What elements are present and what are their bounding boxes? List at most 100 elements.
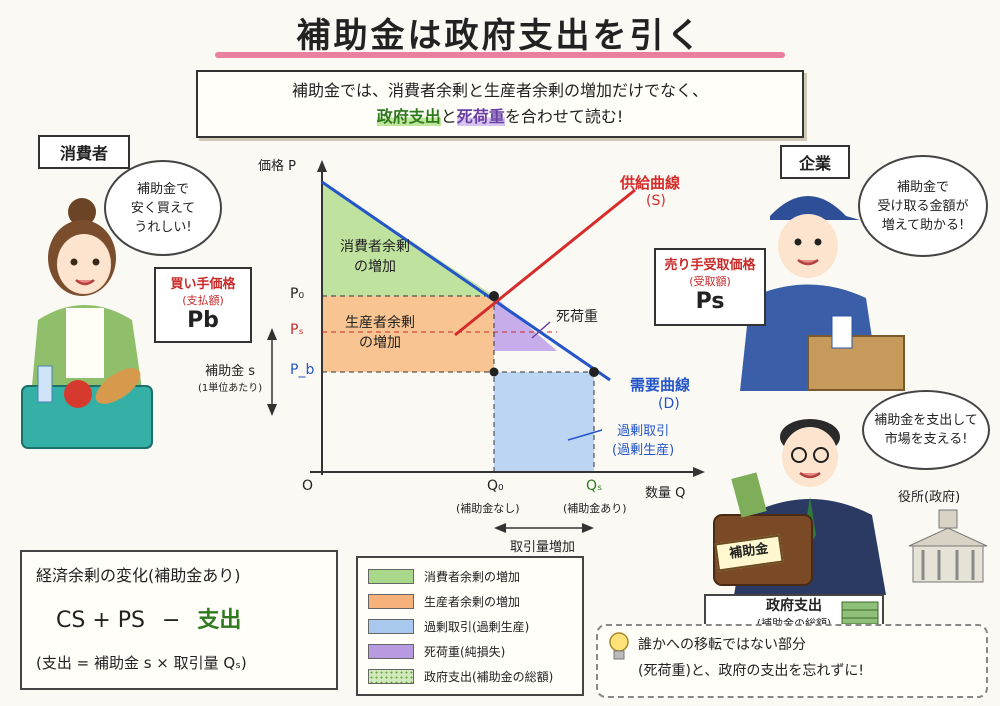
excess-pointer [567, 429, 603, 441]
seller-price-sign: 売り手受取価格 (受取額) Ps [654, 248, 766, 326]
pb-label: P_b [290, 362, 315, 378]
subsidy-label-line: (1単位あたり) [198, 383, 263, 394]
banner-line-1: 補助金では、消費者余剰と生産者余剰の増加だけでなく、 [291, 81, 708, 100]
legend-label: 生産者余剰の増加 [424, 595, 521, 609]
gov-bubble-line: 補助金を支出して [874, 413, 978, 428]
legend-item: 政府支出(補助金の総額) [368, 664, 572, 689]
legend-label: 死荷重(純損失) [424, 645, 506, 659]
legend-swatch [368, 569, 414, 584]
lightbulb-icon [609, 632, 629, 660]
legend-swatch [368, 644, 414, 659]
demand-curve [321, 180, 611, 382]
firm-bubble-line: 受け取る金額が [877, 198, 969, 214]
legend-swatch [368, 669, 414, 684]
formula-cs-ps: CS + PS [56, 608, 145, 633]
firm-worker-illustration [740, 196, 905, 391]
banner-end: を合わせて読む! [504, 107, 624, 126]
government-speech-bubble: 補助金を支出して 市場を支える! [862, 390, 990, 470]
formula-detail: (支出 = 補助金 s × 取引量 Qₛ) [36, 654, 247, 672]
trade-arrow-left [494, 523, 506, 533]
buyer-sign-title: 買い手価格 [170, 277, 236, 292]
subsidy-bracket-arrow-top [267, 328, 277, 340]
banner-mid: と [440, 107, 457, 126]
firm-bubble-line: 補助金で [896, 179, 949, 195]
gov-spending-title: 政府支出 [766, 598, 822, 614]
subsidy-diagram [267, 160, 705, 533]
excess-trade-area [494, 372, 594, 472]
excess-label-line: (過剰生産) [612, 443, 675, 458]
q0-sub-label: (補助金なし) [456, 502, 520, 515]
title-underline [215, 52, 785, 58]
cs-area-label: 消費者余剰 の増加 [340, 236, 410, 276]
legend-label: 政府支出(補助金の総額) [424, 670, 554, 684]
excess-label-line: 過剰取引 [617, 424, 670, 439]
y-axis-arrow [317, 160, 327, 172]
subsidy-point [589, 367, 599, 377]
legend-item: 消費者余剰の増加 [368, 564, 572, 589]
ps-label-line: の増加 [359, 335, 401, 351]
seller-sign-title: 売り手受取価格 [664, 258, 756, 273]
surplus-formula-box: 経済余剰の変化(補助金あり) CS + PS − 支出 (支出 = 補助金 s … [20, 550, 338, 690]
banner-highlight-gov: 政府支出 [376, 107, 441, 126]
consumer-illustration [21, 198, 153, 449]
note-line: 誰かへの移転ではない部分 [638, 637, 806, 653]
origin-label: O [302, 478, 314, 494]
legend-swatch [368, 594, 414, 609]
formula-main: CS + PS − 支出 [56, 602, 322, 634]
q0-label: Q₀ [487, 478, 504, 494]
legend: 消費者余剰の増加 生産者余剰の増加 過剰取引(過剰生産) 死荷重(純損失) 政府… [356, 556, 584, 696]
consumer-bubble-line: うれしい! [134, 219, 192, 235]
reminder-note: 誰かへの移転ではない部分 (死荷重)と、政府の支出を忘れずに! [596, 624, 988, 698]
cs-label-line: の増加 [354, 259, 396, 275]
legend-label: 消費者余剰の増加 [424, 570, 521, 584]
q0-pb-point [489, 367, 499, 377]
dwl-pointer [531, 321, 551, 339]
p0-label: P₀ [290, 286, 305, 302]
firm-speech-bubble: 補助金で 受け取る金額が 増えて助かる! [858, 155, 988, 257]
buyer-sign-sub: (支払額) [182, 294, 224, 307]
legend-item: 死荷重(純損失) [368, 639, 572, 664]
formula-spending: 支出 [197, 608, 242, 633]
demand-label: 需要曲線 [630, 376, 691, 394]
subsidy-bracket-arrow-bottom [267, 404, 277, 416]
banner-highlight-dwl: 死荷重 [456, 107, 505, 126]
qs-sub-label: (補助金あり) [563, 502, 627, 515]
dwl-label: 死荷重 [556, 309, 598, 325]
cash-stack-icon [841, 601, 879, 625]
excess-trade-label: 過剰取引 (過剰生産) [612, 420, 674, 458]
legend-swatch [368, 619, 414, 634]
consumer-bubble-line: 補助金で [136, 181, 189, 197]
x-axis-arrow [693, 467, 705, 477]
banner-line-2: 政府支出と死荷重を合わせて読む! [212, 104, 788, 130]
subsidy-label-line: 補助金 s [205, 364, 256, 379]
gov-bubble-line: 市場を支える! [884, 432, 968, 447]
consumer-tag: 消費者 [38, 135, 130, 169]
trade-increase-label: 取引量増加 [510, 540, 576, 555]
demand-symbol: (D) [658, 396, 680, 412]
page-title: 補助金は政府支出を引く [296, 16, 704, 56]
government-office-label: 役所(政府) [898, 490, 961, 505]
trade-arrow-right [582, 523, 594, 533]
qs-label: Qₛ [586, 478, 603, 494]
firm-bubble-line: 増えて助かる! [881, 217, 965, 233]
note-line: (死荷重)と、政府の支出を忘れずに! [638, 663, 864, 679]
supply-curve [454, 188, 636, 337]
ps-area-label: 生産者余剰 の増加 [345, 312, 415, 352]
consumer-speech-bubble: 補助金で 安く買えて うれしい! [104, 160, 222, 256]
equilibrium-point [489, 291, 499, 301]
intro-banner: 補助金では、消費者余剰と生産者余剰の増加だけでなく、 政府支出と死荷重を合わせて… [196, 70, 804, 138]
seller-sign-sub: (受取額) [689, 275, 731, 288]
legend-label: 過剰取引(過剰生産) [424, 620, 530, 634]
cs-label-line: 消費者余剰 [340, 239, 410, 255]
buyer-price-sign: 買い手価格 (支払額) Pb [154, 267, 252, 343]
producer-surplus-area [322, 296, 494, 372]
supply-symbol: (S) [646, 193, 666, 209]
ps-label-line: 生産者余剰 [345, 315, 415, 331]
seller-sign-symbol: Ps [695, 289, 725, 314]
firm-tag: 企業 [780, 145, 850, 179]
government-building-illustration [908, 509, 988, 583]
formula-minus: − [161, 608, 181, 633]
legend-item: 過剰取引(過剰生産) [368, 614, 572, 639]
subsidy-per-unit-label: 補助金 s (1単位あたり) [198, 360, 262, 394]
x-axis-label: 数量 Q [645, 486, 686, 501]
